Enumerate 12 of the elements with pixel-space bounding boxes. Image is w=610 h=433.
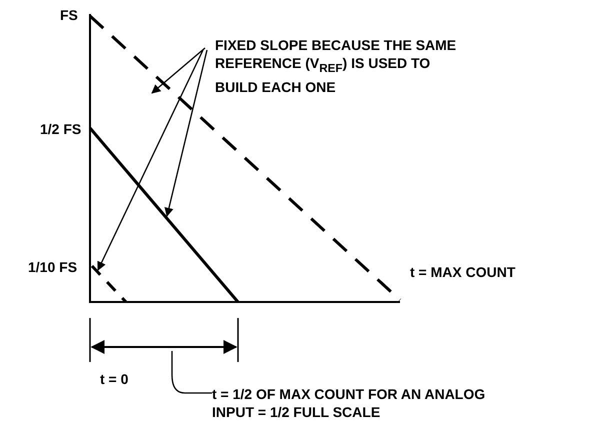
callout-text: FIXED SLOPE BECAUSE THE SAME REFERENCE (V$_{REF}$) IS USED TO BUILD EACH ONE [215,36,465,96]
axis-label: 1/2 FS [40,120,82,138]
time-label: t = 0 [100,370,128,388]
leader-arrow [164,50,208,217]
callout-text: t = 1/2 OF MAX COUNT FOR AN ANALOG INPUT = 1/2 FULL SCALE [212,385,502,421]
axis-label: 1/10 FS [28,258,78,276]
leader-arrow [97,50,204,271]
leader-arrow [151,48,206,94]
leader-line [171,351,212,394]
time-label: t = MAX COUNT [410,263,516,281]
dashed-ramp-line [90,264,128,304]
axis-label: FS [60,6,78,24]
